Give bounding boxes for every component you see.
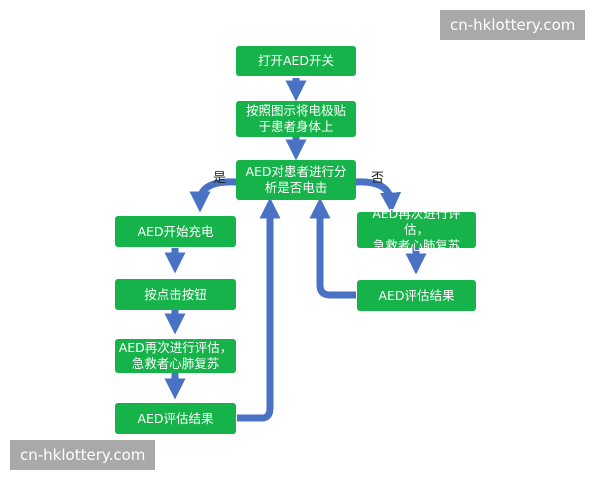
node-power-on: 打开AED开关 [236, 46, 356, 76]
arrow-right-loop [309, 197, 356, 299]
node-right-cpr-line2: 急救者心肺复苏 [372, 238, 461, 253]
arrow-left-loop [237, 197, 281, 422]
node-power-on-label: 打开AED开关 [257, 53, 335, 68]
node-analyze: AED对患者进行分 析是否电击 [236, 160, 356, 200]
node-charge: AED开始充电 [115, 216, 236, 247]
node-right-result: AED评估结果 [357, 280, 476, 311]
node-attach-pads: 按照图示将电极贴 于患者身体上 [236, 101, 356, 137]
branch-label-no: 否 [371, 171, 385, 186]
node-right-cpr: AED再次进行评估， 急救者心肺复苏 [357, 206, 476, 253]
node-left-cpr-line2: 急救者心肺复苏 [131, 356, 220, 371]
node-analyze-line2: 析是否电击 [264, 180, 328, 195]
node-right-cpr-line1: AED再次进行评估， [372, 206, 461, 237]
node-left-cpr-line1: AED再次进行评估， [118, 340, 233, 355]
node-charge-label: AED开始充电 [137, 223, 214, 239]
node-press-button: 按点击按钮 [115, 279, 236, 310]
node-left-cpr: AED再次进行评估， 急救者心肺复苏 [115, 339, 236, 373]
watermark-top: cn-hklottery.com [440, 10, 586, 40]
node-left-result: AED评估结果 [115, 403, 236, 434]
node-attach-pads-line1: 按照图示将电极贴 [245, 103, 346, 118]
arrow-no-branch [354, 178, 402, 214]
node-left-result-label: AED评估结果 [137, 410, 214, 426]
node-right-result-label: AED评估结果 [378, 287, 455, 303]
node-analyze-line1: AED对患者进行分 [245, 164, 347, 179]
arrow-yes-branch [189, 178, 238, 213]
watermark-bottom: cn-hklottery.com [10, 440, 156, 470]
node-press-button-label: 按点击按钮 [144, 286, 207, 302]
node-attach-pads-line2: 于患者身体上 [258, 119, 334, 134]
branch-label-yes: 是 [213, 171, 227, 186]
